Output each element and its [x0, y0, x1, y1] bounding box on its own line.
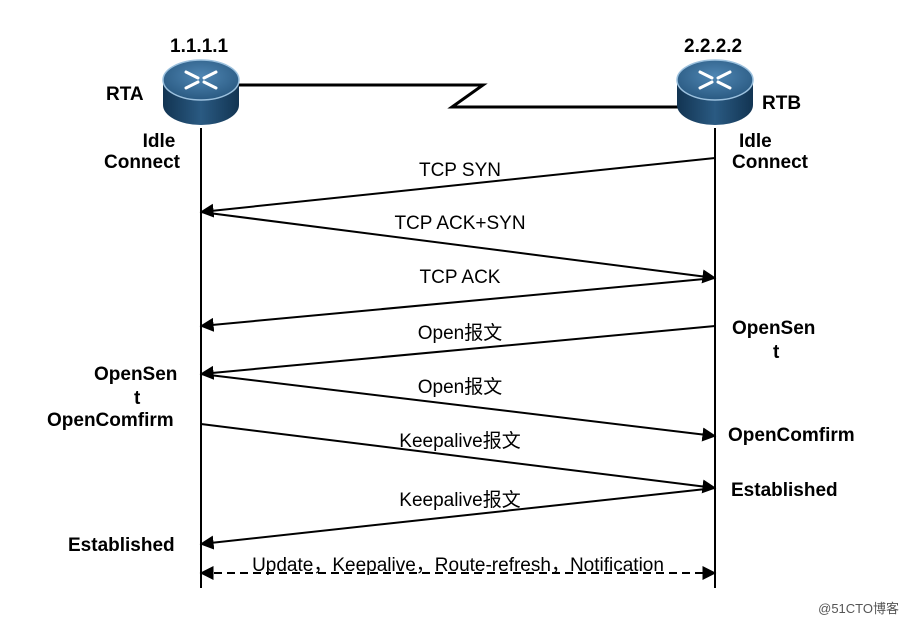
watermark: @51CTO博客	[818, 601, 899, 616]
rta-openconfirm: OpenComfirm	[47, 410, 174, 431]
arrow-tcp-ack-syn	[200, 211, 717, 284]
arrow-tcp-syn	[199, 157, 716, 218]
rta-state-idle: Idle	[142, 131, 176, 152]
rta-name: RTA	[106, 84, 144, 105]
rtb-ip: 2.2.2.2	[684, 36, 743, 57]
arrow-tcp-ack	[199, 277, 716, 332]
rtb-state-connect: Connect	[732, 152, 808, 173]
rta-ip: 1.1.1.1	[170, 36, 229, 57]
router-rtb-icon	[676, 59, 754, 125]
arrow-open-a-to-b	[200, 373, 717, 442]
rta-opensent-line1: OpenSen	[94, 364, 178, 385]
arrow-keepalive-b-to-a	[199, 487, 716, 550]
rtb-established: Established	[731, 480, 838, 501]
rtb-state-idle: Idle	[739, 131, 772, 152]
label-keepalive-1: Keepalive报文	[399, 431, 521, 452]
serial-link	[238, 83, 712, 109]
arrow-open-b-to-a	[199, 325, 716, 380]
rtb-name: RTB	[762, 93, 802, 114]
rta-opensent-line2: t	[134, 388, 141, 409]
rtb-openconfirm: OpenComfirm	[728, 425, 855, 446]
rtb-opensent-line1: OpenSen	[732, 318, 816, 339]
label-keepalive-2: Keepalive报文	[399, 490, 521, 511]
label-update-messages: Update，Keepalive，Route-refresh，Notificat…	[252, 555, 664, 576]
label-tcp-ack: TCP ACK	[419, 267, 501, 288]
rta-state-connect: Connect	[104, 152, 180, 173]
rtb-opensent-line2: t	[773, 342, 780, 363]
arrow-keepalive-a-to-b	[200, 423, 717, 494]
label-open-1: Open报文	[417, 323, 503, 344]
label-open-2: Open报文	[417, 377, 503, 398]
rta-established: Established	[68, 535, 175, 556]
label-tcp-ack-syn: TCP ACK+SYN	[394, 213, 526, 234]
label-tcp-syn: TCP SYN	[418, 160, 501, 181]
router-rta-icon	[162, 59, 240, 125]
